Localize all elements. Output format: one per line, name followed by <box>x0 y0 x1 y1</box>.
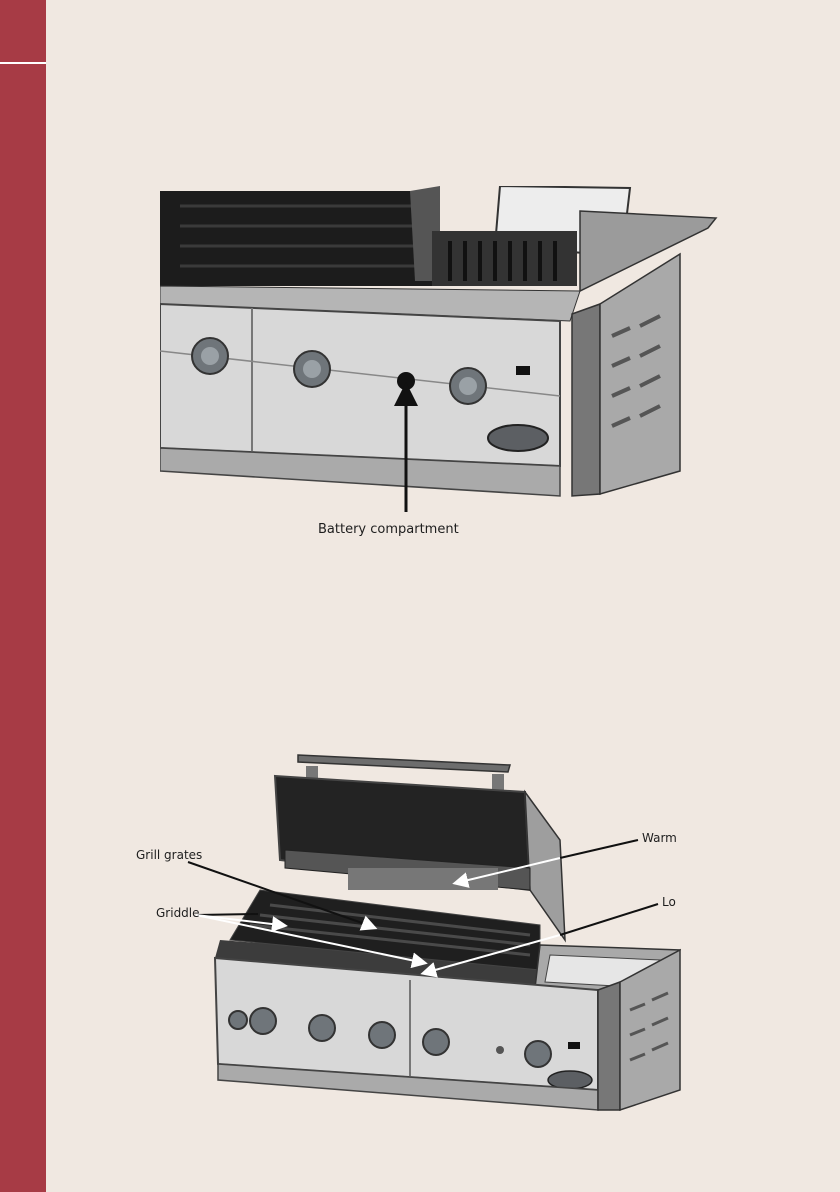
callout-warm: Warm <box>642 831 677 845</box>
callout-grill-grates: Grill grates <box>136 848 202 862</box>
side-accent-bar <box>0 0 46 1192</box>
side-accent-rule <box>0 62 46 64</box>
callout-lo: Lo <box>662 895 676 909</box>
bbq-grill-open-hood-illustration <box>120 750 740 1130</box>
bbq-control-panel-closeup-illustration <box>160 186 720 504</box>
callout-battery-compartment: Battery compartment <box>318 522 459 537</box>
callout-griddle: Griddle <box>156 906 200 920</box>
